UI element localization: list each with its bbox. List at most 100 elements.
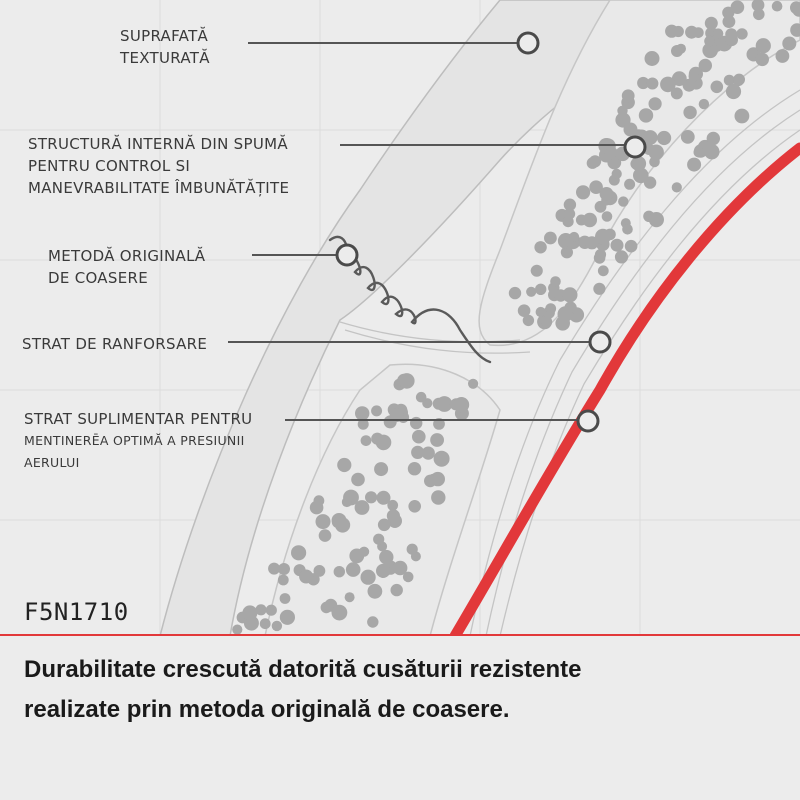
- marker-foam-structure: [623, 135, 647, 159]
- foam-dot: [255, 604, 267, 616]
- foam-dot: [704, 35, 715, 47]
- foam-dot: [408, 500, 422, 513]
- foam-dot: [522, 314, 535, 327]
- foam-dot: [751, 0, 765, 12]
- caption-line-2: realizate prin metoda originală de coase…: [24, 696, 510, 723]
- foam-dot: [642, 130, 658, 145]
- foam-dot: [433, 450, 450, 467]
- foam-dot: [424, 474, 437, 488]
- foam-dot: [232, 624, 243, 635]
- foam-dot: [563, 198, 577, 211]
- foam-dot: [723, 74, 735, 86]
- label-stitching-method: METODĂ ORIGINALĂ DE COASERE: [48, 247, 206, 287]
- foam-dot: [431, 490, 446, 505]
- foam-dot: [360, 435, 372, 446]
- foam-dot: [680, 130, 695, 144]
- callout-markers: [335, 31, 647, 433]
- foam-dot: [736, 28, 748, 40]
- foam-dot: [753, 8, 765, 21]
- label-air-pressure: STRAT SUPLIMENTAR PENTRU MENTINERĒA OPTI…: [24, 410, 253, 470]
- foam-dot: [436, 396, 453, 412]
- label-textured-surface: SUPRAFATĂ TEXTURATĂ: [120, 27, 210, 67]
- foam-dot: [453, 397, 470, 413]
- marker-textured-surface: [516, 31, 540, 55]
- foam-dot: [704, 16, 718, 30]
- foam-dot: [683, 105, 697, 120]
- foam-dot: [393, 560, 408, 576]
- foam-dot: [623, 122, 638, 137]
- foam-dot: [371, 405, 383, 417]
- product-code: F5N1710: [24, 598, 129, 626]
- foam-dot: [331, 516, 343, 528]
- marker-air-pressure: [576, 409, 600, 433]
- foam-dot: [569, 231, 580, 243]
- foam-dot: [648, 212, 665, 228]
- foam-dot: [359, 546, 370, 557]
- foam-dot: [594, 200, 607, 213]
- foam-dot: [390, 583, 403, 597]
- foam-dot: [797, 26, 800, 35]
- foam-dot: [386, 509, 400, 523]
- foam-dots: [232, 0, 800, 635]
- foam-dot: [371, 432, 384, 445]
- foam-dot: [411, 445, 425, 459]
- foam-dot: [315, 514, 331, 530]
- foam-dot: [279, 609, 295, 625]
- foam-dot: [376, 563, 391, 579]
- foam-dot: [341, 496, 352, 508]
- foam-dot: [687, 157, 702, 172]
- foam-dot: [557, 306, 574, 322]
- foam-dot: [562, 216, 574, 228]
- foam-dot: [782, 36, 797, 51]
- foam-dot: [259, 618, 271, 630]
- foam-dot: [632, 157, 646, 171]
- foam-dot: [648, 97, 662, 111]
- marker-reinforcement: [588, 330, 612, 354]
- foam-dot: [277, 574, 289, 586]
- foam-dot: [622, 224, 633, 235]
- foam-dot: [430, 433, 444, 447]
- label-reinforcement: STRAT DE RANFORSARE: [22, 335, 208, 353]
- foam-dot: [755, 38, 771, 54]
- foam-dot: [242, 605, 258, 621]
- foam-dot: [610, 238, 624, 252]
- foam-dot: [265, 604, 277, 616]
- foam-dot: [775, 49, 790, 63]
- foam-dot: [660, 76, 676, 93]
- red-tread-line: [449, 142, 800, 636]
- foam-dot: [268, 562, 281, 575]
- foam-dot: [562, 287, 578, 303]
- foam-dot: [373, 533, 385, 545]
- foam-dot: [544, 231, 557, 245]
- foam-dot: [702, 42, 718, 59]
- foam-dot: [530, 264, 543, 277]
- foam-dot: [614, 250, 629, 264]
- foam-dot: [374, 462, 389, 477]
- foam-dot: [646, 77, 659, 90]
- foam-dot: [637, 76, 650, 90]
- foam-dot: [278, 563, 290, 575]
- foam-dot: [365, 491, 378, 504]
- foam-dot: [508, 286, 522, 300]
- caption-line-1: Durabilitate crescută datorită cusăturii…: [24, 656, 582, 683]
- foam-dot: [682, 78, 696, 92]
- foam-dot: [377, 518, 391, 532]
- foam-dot: [693, 147, 705, 158]
- foam-dot: [672, 25, 684, 38]
- foam-dot: [355, 406, 370, 421]
- foam-dot: [291, 545, 307, 561]
- foam-dot: [344, 592, 355, 603]
- foam-dot: [712, 28, 724, 39]
- foam-dot: [698, 98, 710, 110]
- textured-surface-layer: [159, 0, 800, 636]
- foam-dot: [415, 391, 427, 403]
- foam-dot: [734, 108, 750, 124]
- foam-dot: [618, 196, 629, 207]
- foam-dot: [582, 212, 597, 228]
- foam-dot: [345, 562, 361, 577]
- foam-dot: [279, 593, 291, 604]
- foam-dot: [526, 286, 537, 297]
- foam-dot: [725, 28, 738, 41]
- foam-dot: [354, 500, 370, 515]
